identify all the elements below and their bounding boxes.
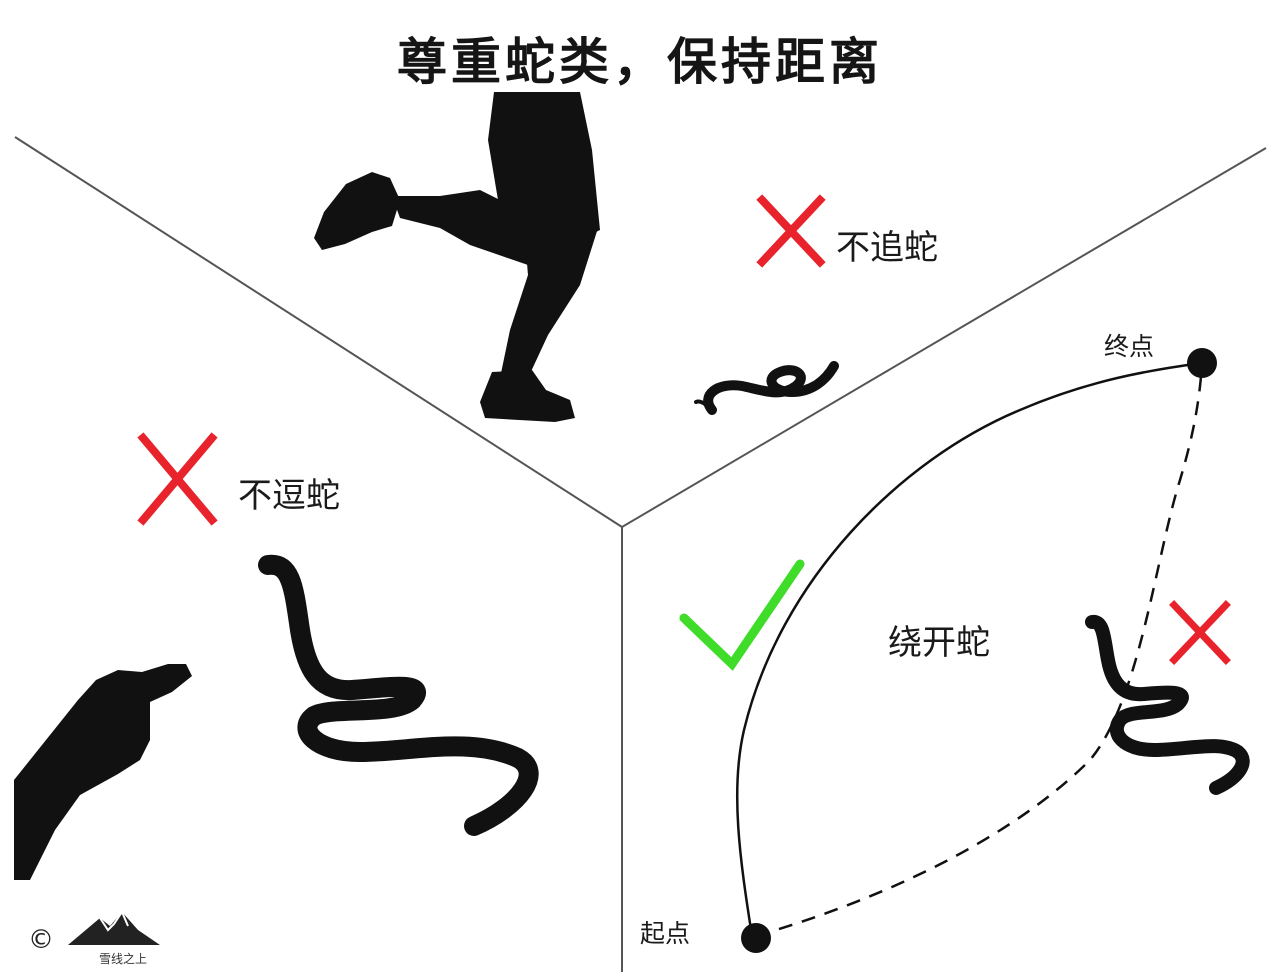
- end-point-dot: [1187, 348, 1217, 378]
- mountain-logo-icon: [68, 909, 160, 945]
- snake-icon-left: [258, 554, 539, 836]
- snake-icon-right: [1085, 615, 1250, 795]
- label-end-point: 终点: [1104, 332, 1155, 361]
- start-point-dot: [741, 923, 771, 953]
- panel-dividers: [14, 136, 1267, 972]
- divider-left: [14, 136, 623, 528]
- label-no-teasing: 不逗蛇: [238, 476, 340, 516]
- logo-text: 雪线之上: [98, 952, 147, 966]
- detour-path: [735, 361, 1203, 937]
- label-no-chasing: 不追蛇: [836, 228, 938, 268]
- running-legs-icon: [314, 92, 600, 422]
- snake-icon-top: [694, 361, 839, 415]
- label-start-point: 起点: [640, 919, 691, 948]
- hand-icon: [14, 664, 192, 880]
- label-go-around: 绕开蛇: [888, 623, 990, 663]
- check-icon: [679, 559, 805, 671]
- divider-right: [621, 147, 1267, 528]
- cross-icon-top: [756, 194, 826, 268]
- cross-icon-left: [137, 432, 218, 526]
- page-title: 尊重蛇类，保持距离: [397, 33, 883, 91]
- copyright-mark: ©: [28, 925, 54, 955]
- cross-icon-right: [1169, 600, 1231, 665]
